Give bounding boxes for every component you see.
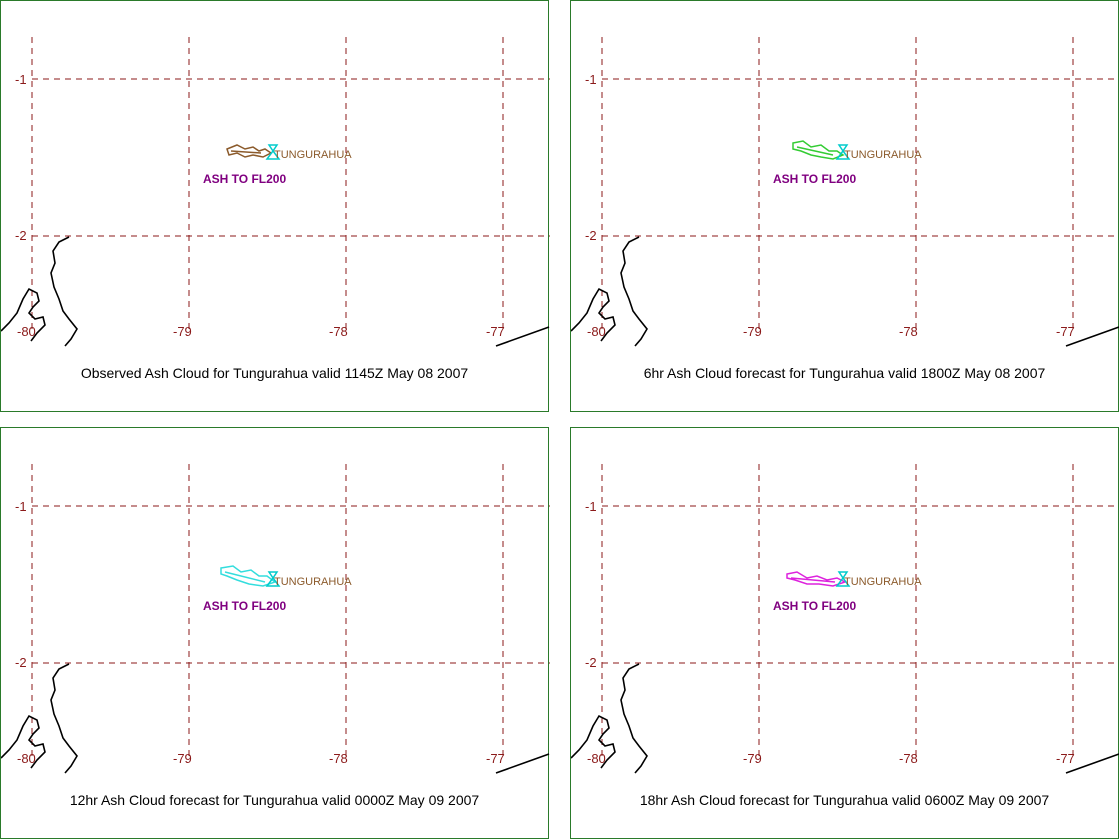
lon-label: -78 [329,324,348,339]
ash-height-label: ASH TO FL200 [203,172,286,186]
panel-caption: Observed Ash Cloud for Tungurahua valid … [80,365,469,381]
map-observed: -1 -2 -80 -79 -78 -77 TUNGURAHUA ASH TO … [1,37,550,347]
lat-label: -2 [15,655,27,670]
panel-caption: 12hr Ash Cloud forecast for Tungurahua v… [69,792,480,808]
map-12hr: -1 -2 -80 -79 -78 -77 TUNGURAHUA ASH TO … [1,464,550,774]
map-18hr: -1 -2 -80 -79 -78 -77 TUNGURAHUA ASH TO … [571,464,1119,774]
map-6hr: -1 -2 -80 -79 -78 -77 TUNGURAHUA ASH TO … [571,37,1119,347]
coastline [50,663,78,774]
coastline-east [495,326,550,347]
panel-observed: -1 -2 -80 -79 -78 -77 TUNGURAHUA ASH TO … [0,0,550,412]
coastline-east [1065,753,1119,774]
lon-label: -79 [743,324,762,339]
panel-caption: 18hr Ash Cloud forecast for Tungurahua v… [639,792,1050,808]
lat-label: -2 [15,228,27,243]
lat-label: -1 [585,72,597,87]
ash-cloud [220,565,277,587]
panel-18hr: -1 -2 -80 -79 -78 -77 TUNGURAHUA ASH TO … [570,427,1119,839]
ash-cloud [786,571,847,587]
lon-label: -80 [17,324,36,339]
lon-label: -77 [486,751,505,766]
lon-label: -80 [17,751,36,766]
ash-cloud [226,144,273,158]
lon-label: -79 [173,324,192,339]
panel-caption: 6hr Ash Cloud forecast for Tungurahua va… [643,365,1046,381]
coastline-gulf [571,287,616,342]
coastline-east [495,753,550,774]
lat-label: -1 [585,499,597,514]
lon-label: -78 [899,324,918,339]
volcano-marker-icon [265,571,281,587]
lon-label: -79 [743,751,762,766]
coastline [620,663,648,774]
coastline [50,236,78,347]
ash-cloud [792,140,845,160]
lat-label: -2 [585,228,597,243]
panel-12hr: -1 -2 -80 -79 -78 -77 TUNGURAHUA ASH TO … [0,427,550,839]
volcano-marker-icon [265,144,281,160]
lat-label: -2 [585,655,597,670]
panel-6hr: -1 -2 -80 -79 -78 -77 TUNGURAHUA ASH TO … [570,0,1119,412]
lon-label: -77 [486,324,505,339]
volcano-marker-icon [835,144,851,160]
lat-label: -1 [15,72,27,87]
volcano-label: TUNGURAHUA [844,576,922,588]
lon-label: -79 [173,751,192,766]
lon-label: -77 [1056,324,1075,339]
ash-height-label: ASH TO FL200 [773,599,856,613]
volcano-label: TUNGURAHUA [274,149,352,161]
lat-label: -1 [15,499,27,514]
volcano-label: TUNGURAHUA [844,149,922,161]
coastline-gulf [571,714,616,769]
lon-label: -80 [587,324,606,339]
lon-label: -78 [899,751,918,766]
coastline [620,236,648,347]
ash-height-label: ASH TO FL200 [773,172,856,186]
volcano-marker-icon [835,571,851,587]
lon-label: -78 [329,751,348,766]
coastline-east [1065,326,1119,347]
coastline-gulf [1,714,46,769]
coastline-gulf [1,287,46,342]
ash-height-label: ASH TO FL200 [203,599,286,613]
lon-label: -77 [1056,751,1075,766]
volcano-label: TUNGURAHUA [274,576,352,588]
lon-label: -80 [587,751,606,766]
